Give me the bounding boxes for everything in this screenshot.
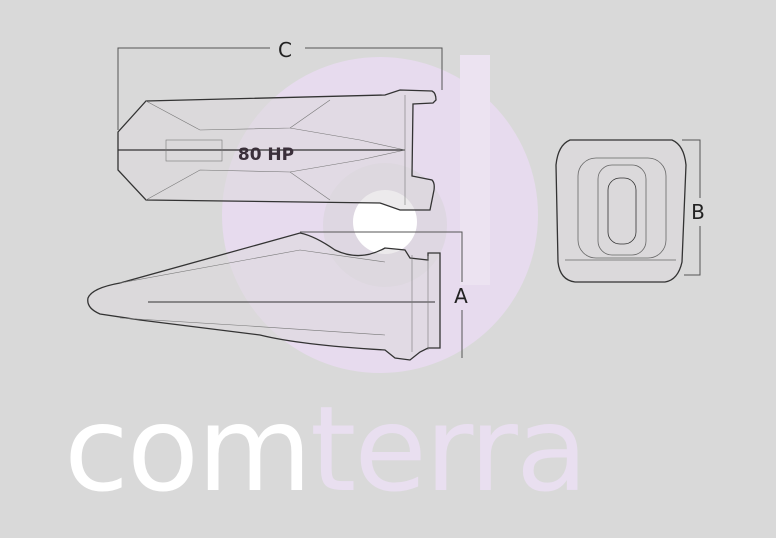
dimension-label-c: C: [278, 38, 292, 62]
model-marking: 80 HP: [238, 145, 294, 165]
tooth-side-view: [87, 232, 441, 361]
tooth-front-view: [555, 139, 687, 283]
tooth-top-view: [117, 89, 437, 211]
dimension-lines: [117, 47, 701, 358]
brand-part-terra: terra: [310, 380, 586, 518]
brand-part-com: com: [64, 380, 310, 518]
dimension-label-a: A: [454, 284, 468, 308]
watermark-brand: comterra: [64, 380, 586, 518]
dimension-label-b: B: [691, 200, 705, 224]
